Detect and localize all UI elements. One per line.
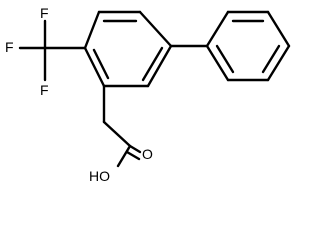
bond	[205, 44, 230, 82]
double-bond-inner	[92, 48, 110, 80]
hydroxyl-label: HO	[89, 168, 110, 184]
bond	[83, 10, 101, 50]
bond	[116, 144, 132, 168]
bond	[83, 46, 106, 88]
molecule-drawing: F F F O HO	[5, 5, 291, 184]
structure-canvas: F F F O HO	[5, 5, 291, 184]
fluorine-label: F	[40, 82, 49, 98]
double-bond-inner	[215, 44, 235, 74]
trifluoromethyl-group: F F F	[5, 5, 87, 98]
fluorine-label: F	[40, 5, 49, 21]
fluorine-label: F	[5, 39, 14, 55]
oxygen-label: O	[142, 146, 153, 162]
double-bond-inner	[141, 46, 164, 82]
acetic-acid-group: O HO	[89, 84, 153, 184]
carbonyl-bond	[128, 144, 142, 154]
bond	[266, 44, 291, 82]
bond	[102, 120, 132, 148]
bond	[146, 44, 173, 88]
central-ring	[83, 10, 173, 88]
bond	[138, 10, 173, 48]
carbonyl-bond	[125, 150, 141, 161]
bond	[266, 10, 291, 48]
double-bond-inner	[261, 44, 281, 74]
bond	[205, 10, 230, 48]
phenyl-ring	[169, 10, 291, 82]
